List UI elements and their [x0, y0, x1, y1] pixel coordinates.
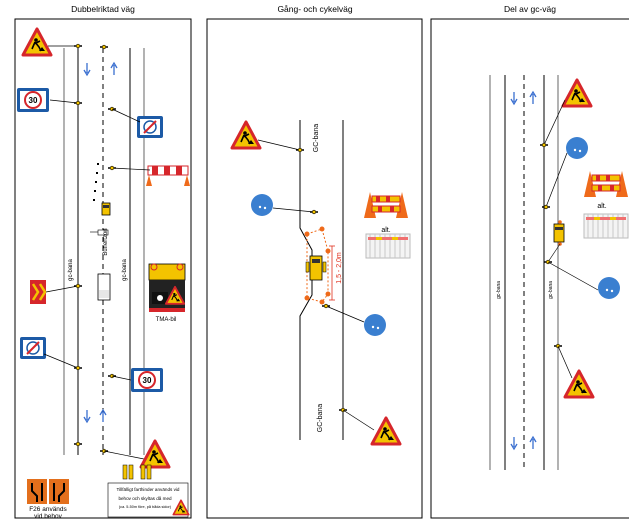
sign-pole: [539, 142, 549, 148]
panel3-frame: [430, 18, 629, 519]
speed-limit-value: 30: [29, 96, 38, 105]
speed-hump-note-line1: Tillfälligt farthinder används vid: [117, 487, 180, 492]
speed-hump-note-line2: behov och skyltas då med: [118, 495, 172, 501]
end-speed-limit-sign-icon: [19, 336, 47, 360]
work-vehicle-icon: [553, 220, 565, 246]
width-dimension-label: 1,5 - 2,0m: [336, 252, 343, 284]
arrow-down-icon: [83, 63, 91, 77]
panel2-title: Gång- och cykelväg: [277, 4, 352, 14]
tma-bil-label: TMA-bil: [156, 317, 177, 323]
work-vehicle-icon: [101, 202, 111, 216]
gc-bana-label-left: gc-bana: [68, 258, 74, 280]
width-dimension: [329, 245, 335, 301]
buffertzon-label: Buffertzon: [103, 228, 109, 255]
sign-pole: [309, 209, 319, 215]
panel2-frame: [206, 18, 423, 519]
work-area: [304, 226, 331, 305]
end-speed-limit-sign-icon: [136, 115, 164, 139]
arrow-up-icon: [110, 61, 118, 75]
arrow-up-icon: [99, 408, 107, 422]
arrow-down-icon: [510, 92, 518, 106]
barrier-icon: [363, 191, 409, 219]
roadwork-sign-icon: [370, 416, 402, 446]
barrier-icon: [583, 170, 629, 198]
mandatory-sign-icon: [598, 277, 620, 299]
tma-bil-truck-icon: [148, 263, 186, 312]
panel3-title: Del av gc-väg: [504, 4, 556, 14]
arrow-down-icon: [510, 437, 518, 451]
alt-label: alt.: [597, 203, 606, 210]
sign-pole: [541, 204, 551, 210]
roadwork-sign-icon: [139, 439, 171, 469]
sign-pole: [107, 165, 117, 171]
fence-icon: [583, 213, 629, 239]
roadwork-sign-icon: [563, 369, 595, 399]
arrow-up-icon: [529, 435, 537, 449]
tma-vehicle-icon: [97, 273, 111, 301]
speed-hump-note: [107, 464, 190, 518]
roadwork-sign-icon: [21, 27, 53, 57]
work-zone-markers: [90, 229, 109, 236]
panel1-title: Dubbelriktad väg: [71, 4, 135, 14]
gc-bana-label-left: gc-bana: [496, 281, 502, 299]
sign-pole: [99, 44, 109, 50]
sign-pole: [73, 283, 83, 289]
mandatory-sign-icon: [364, 314, 386, 336]
mandatory-sign-icon: [251, 194, 273, 216]
gc-bana-label-right: gc-bana: [548, 281, 554, 299]
chevron-marker-icon: [30, 280, 47, 304]
arrow-up-icon: [529, 90, 537, 104]
barrier-icon: [145, 165, 191, 187]
sign-pole: [73, 441, 83, 447]
panel1-frame: [14, 18, 192, 519]
sign-pole: [73, 43, 83, 49]
gc-bana-bottom-label: GC-bana: [317, 404, 324, 433]
alt-label: alt.: [381, 227, 390, 234]
cone-markers: [93, 163, 99, 201]
gc-bana-top-label: GC-bana: [313, 124, 320, 153]
roadwork-sign-icon: [230, 120, 262, 150]
arrow-down-icon: [83, 410, 91, 424]
f26-sign-icon: [27, 479, 69, 504]
sign-pole: [73, 100, 83, 106]
f26-note-line2: vid behov: [34, 513, 63, 520]
speed-hump-note-line3: (ca. 5-50m före, på båda sidor): [119, 505, 172, 509]
f26-note-line1: F26 används: [29, 506, 67, 513]
fence-icon: [365, 233, 411, 259]
mandatory-sign-icon: [566, 137, 588, 159]
speed-limit-value: 30: [143, 376, 152, 385]
sign-pole: [295, 147, 305, 153]
roadwork-sign-icon: [561, 78, 593, 108]
gc-bana-label-right: gc-bana: [122, 258, 128, 280]
